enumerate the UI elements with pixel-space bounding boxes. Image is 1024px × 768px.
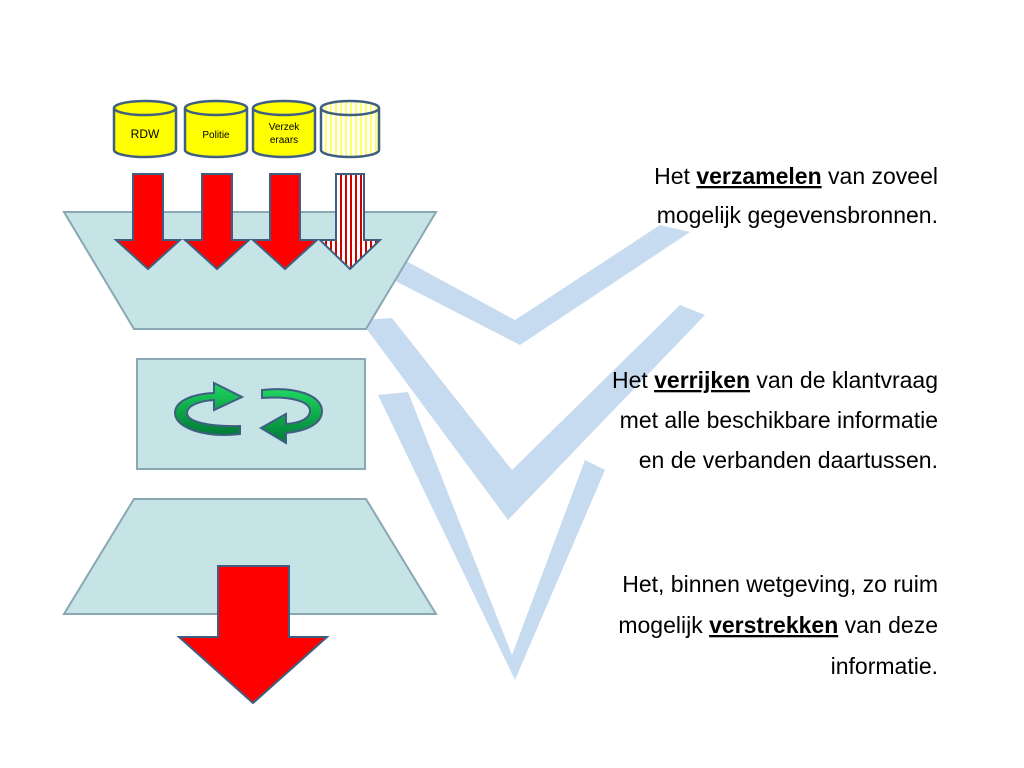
database-label-politie: Politie bbox=[202, 130, 230, 141]
provide-funnel bbox=[62, 498, 438, 615]
output-arrow bbox=[176, 565, 330, 705]
database-cylinder-rdw: RDW bbox=[112, 99, 178, 159]
database-label-rdw: RDW bbox=[131, 127, 160, 141]
provide-keyword: verstrekken bbox=[709, 612, 838, 638]
enrich-text-line2: met alle beschikbare informatie bbox=[620, 407, 938, 433]
provide-text-line2: mogelijk verstrekken van deze bbox=[618, 612, 938, 638]
provide-text-line1: Het, binnen wetgeving, zo ruim bbox=[622, 571, 938, 597]
database-cylinder-verzekeraars: Verzek eraars bbox=[251, 99, 317, 159]
collect-text-line1: Het verzamelen van zoveel bbox=[654, 163, 938, 189]
watermark-logo bbox=[360, 225, 705, 680]
database-cylinder-politie: Politie bbox=[183, 99, 249, 159]
enrich-box bbox=[136, 358, 366, 470]
database-cylinder-future bbox=[319, 99, 381, 159]
enrich-text-line1: Het verrijken van de klantvraag bbox=[612, 367, 938, 393]
collect-keyword: verzamelen bbox=[696, 163, 821, 189]
enrich-keyword: verrijken bbox=[654, 367, 750, 393]
input-arrow-verzekeraars bbox=[250, 173, 320, 271]
collect-funnel bbox=[62, 211, 438, 330]
input-arrow-rdw bbox=[113, 173, 183, 271]
cycle-arrows-icon bbox=[173, 381, 324, 445]
database-label-verzekeraars-line1: Verzek bbox=[269, 122, 301, 133]
input-arrow-future bbox=[317, 173, 383, 271]
database-label-verzekeraars-line2: eraars bbox=[270, 135, 298, 146]
enrich-text-line3: en de verbanden daartussen. bbox=[639, 447, 938, 473]
input-arrow-politie bbox=[182, 173, 252, 271]
provide-text-line3: informatie. bbox=[831, 653, 938, 679]
collect-text-line2: mogelijk gegevensbronnen. bbox=[657, 202, 938, 228]
